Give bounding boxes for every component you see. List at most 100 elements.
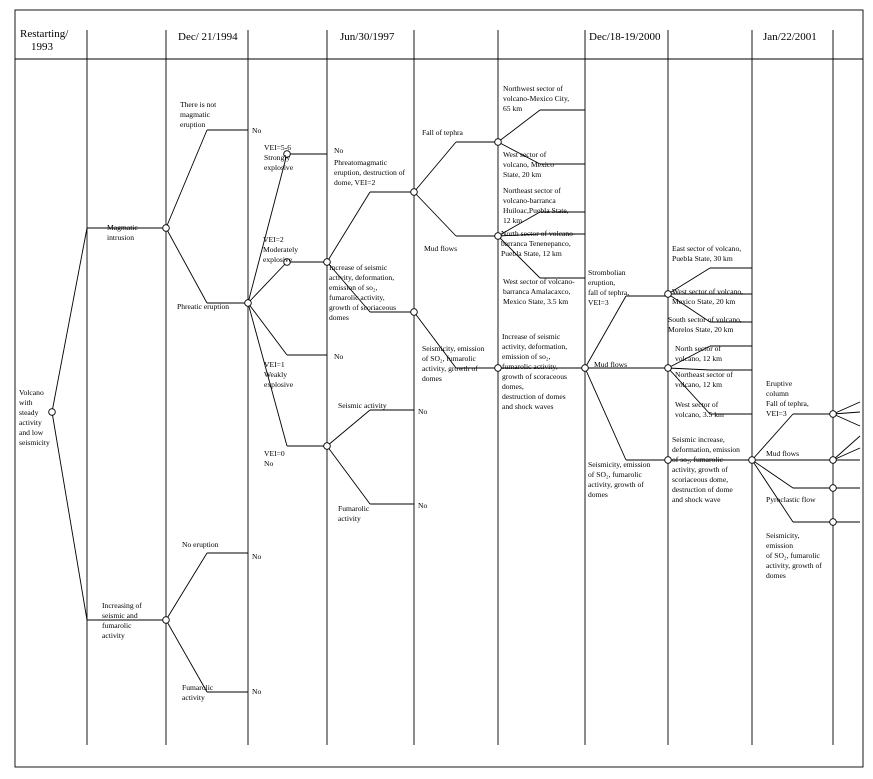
label-increasing-l4: activity [102,631,125,640]
label-n2-l2: volcano, 12 km [675,354,722,363]
label-w2-l1: West sector of volcano- [503,277,575,286]
label-w1-l2: volcano, Mexico [503,160,554,169]
label-phreatic: Phreatic eruption [177,302,229,311]
label-stromb-l3: fall of tephra, [588,288,629,297]
label-fumact-l1: Fumarolic [338,504,370,513]
label-vei0-l2: No [264,459,273,468]
label-stromb-l1: Strombolian [588,268,626,277]
header-jun-1997: Jun/30/1997 [340,31,395,43]
label-ne-l3: Huiloac,Puebla State, [503,206,569,215]
label-no-eruption: No eruption [182,540,219,549]
label-not-magmatic-l3: eruption [180,120,206,129]
diagram-frame [14,9,864,768]
label-inc00-l7: destruction of domes [502,392,566,401]
label-vei2-l1: VEI=2 [263,235,284,244]
label-stromb-l4: VEI=3 [588,298,609,307]
label-n-l3: Puebla State, 12 km [501,249,562,258]
label-w4-l1: West sector of [675,400,719,409]
label-erupt-l3: Fall of tephra, [766,399,809,408]
header-restarting-line1: Restarting/ [20,28,69,40]
label-e-l1: East sector of volcano, [672,244,741,253]
label-vei2-l3: explosive [263,255,293,264]
label-no-6: No [418,407,427,416]
label-not-magmatic-l2: magmatic [180,110,211,119]
label-nw-l1: Northwest sector of [503,84,563,93]
label-si01-l6: destruction of dome [672,485,733,494]
label-mud-flows-2: Mud flows [594,360,627,369]
label-vei1-l3: explosive [264,380,294,389]
label-fall-tephra: Fall of tephra [422,128,464,137]
label-pyroclastic: Pyroclastic flow [766,495,816,504]
label-not-magmatic-l1: There is not [180,100,217,109]
label-inc97-l2: activity, deformation, [329,273,394,282]
label-w3-l1: West sector of volcano, [672,287,743,296]
label-erupt-l2: column [766,389,789,398]
label-vei56-l1: VEI=5-6 [264,143,291,152]
label-inc97-l3: emission of so₂, [329,283,378,292]
header-jan-2001: Jan/22/2001 [763,31,817,43]
label-inc97-l6: domes [329,313,349,322]
label-root-l3: steady [19,408,39,417]
label-w2-l3: Mexico State, 3.5 km [503,297,568,306]
tree-labels: Volcano with steady activity and low sei… [19,84,822,702]
label-ne-l1: Northeast sector of [503,186,561,195]
header-restarting-line2: 1993 [31,41,54,53]
label-si01-l3: of so₂, fumarolic [672,455,724,464]
label-s-l2: Morelos State, 20 km [668,325,733,334]
label-w3-l2: Mexico State, 20 km [672,297,735,306]
label-si01-l2: deformation, emission [672,445,740,454]
label-ne2-l1: Northeast sector of [675,370,733,379]
label-s-l1: South sector of volcano, [668,315,742,324]
label-inc97-l5: growth of scoriaceous [329,303,396,312]
label-no-4: No [334,146,343,155]
label-magmatic-l2: intrusion [107,233,134,242]
label-w1-l1: West sector of [503,150,547,159]
label-e-l2: Puebla State, 30 km [672,254,733,263]
tree-nodes [48,138,837,624]
label-erupt-l4: VEI=3 [766,409,787,418]
header-dec-2000: Dec/18-19/2000 [589,31,661,43]
label-n-l2: barranca Tenenepanco, [501,239,571,248]
label-si01-l4: activity, growth of [672,465,728,474]
label-mud-flows: Mud flows [424,244,457,253]
label-seis2-l4: domes [588,490,608,499]
label-seis3-l1: Seismicity, [766,531,800,540]
label-inc00-l2: activity, deformation, [502,342,567,351]
label-ne-l4: 12 km [503,216,522,225]
header-dec-1994: Dec/ 21/1994 [178,31,238,43]
label-stromb-l2: eruption, [588,278,615,287]
label-w1-l3: State, 20 km [503,170,541,179]
label-vei2-l2: Moderately [263,245,298,254]
label-inc00-l5: growth of scoraceous [502,372,567,381]
label-seis1-l3: activity, growth of [422,364,478,373]
label-root-l1: Volcano [19,388,44,397]
label-si01-l5: scoriaceous dome, [672,475,728,484]
label-nw-l2: volcano-Mexico City, [503,94,569,103]
label-nw-l3: 65 km [503,104,522,113]
label-seis3-l3: of SO₂, fumarolic [766,551,821,560]
label-no-2: No [252,552,261,561]
label-no-3: No [252,687,261,696]
label-vei56-l3: explosive [264,163,294,172]
label-seis2-l3: activity, growth of [588,480,644,489]
label-phreatomag-l1: Phreatomagmatic [334,158,388,167]
label-increasing-l1: Increasing of [102,601,142,610]
label-si01-l7: and shock wave [672,495,721,504]
label-vei1-l2: Weakly [264,370,287,379]
label-root-l6: seismicity [19,438,50,447]
label-inc00-l1: Increase of seismic [502,332,561,341]
label-n-l1: North sector of volcano- [501,229,576,238]
label-fumact-l2: activity [338,514,361,523]
tree-edges [51,109,861,693]
label-magmatic-l1: Magmatic [107,223,138,232]
label-no-1: No [252,126,261,135]
label-root-l2: with [19,398,33,407]
label-fumarolic-l2: activity [182,693,205,702]
label-seis1-l4: domes [422,374,442,383]
label-inc00-l4: fumarolic activity, [502,362,558,371]
label-inc00-l3: emission of so₂, [502,352,551,361]
label-increasing-l2: seismic and [102,611,138,620]
label-n2-l1: North sector of [675,344,721,353]
